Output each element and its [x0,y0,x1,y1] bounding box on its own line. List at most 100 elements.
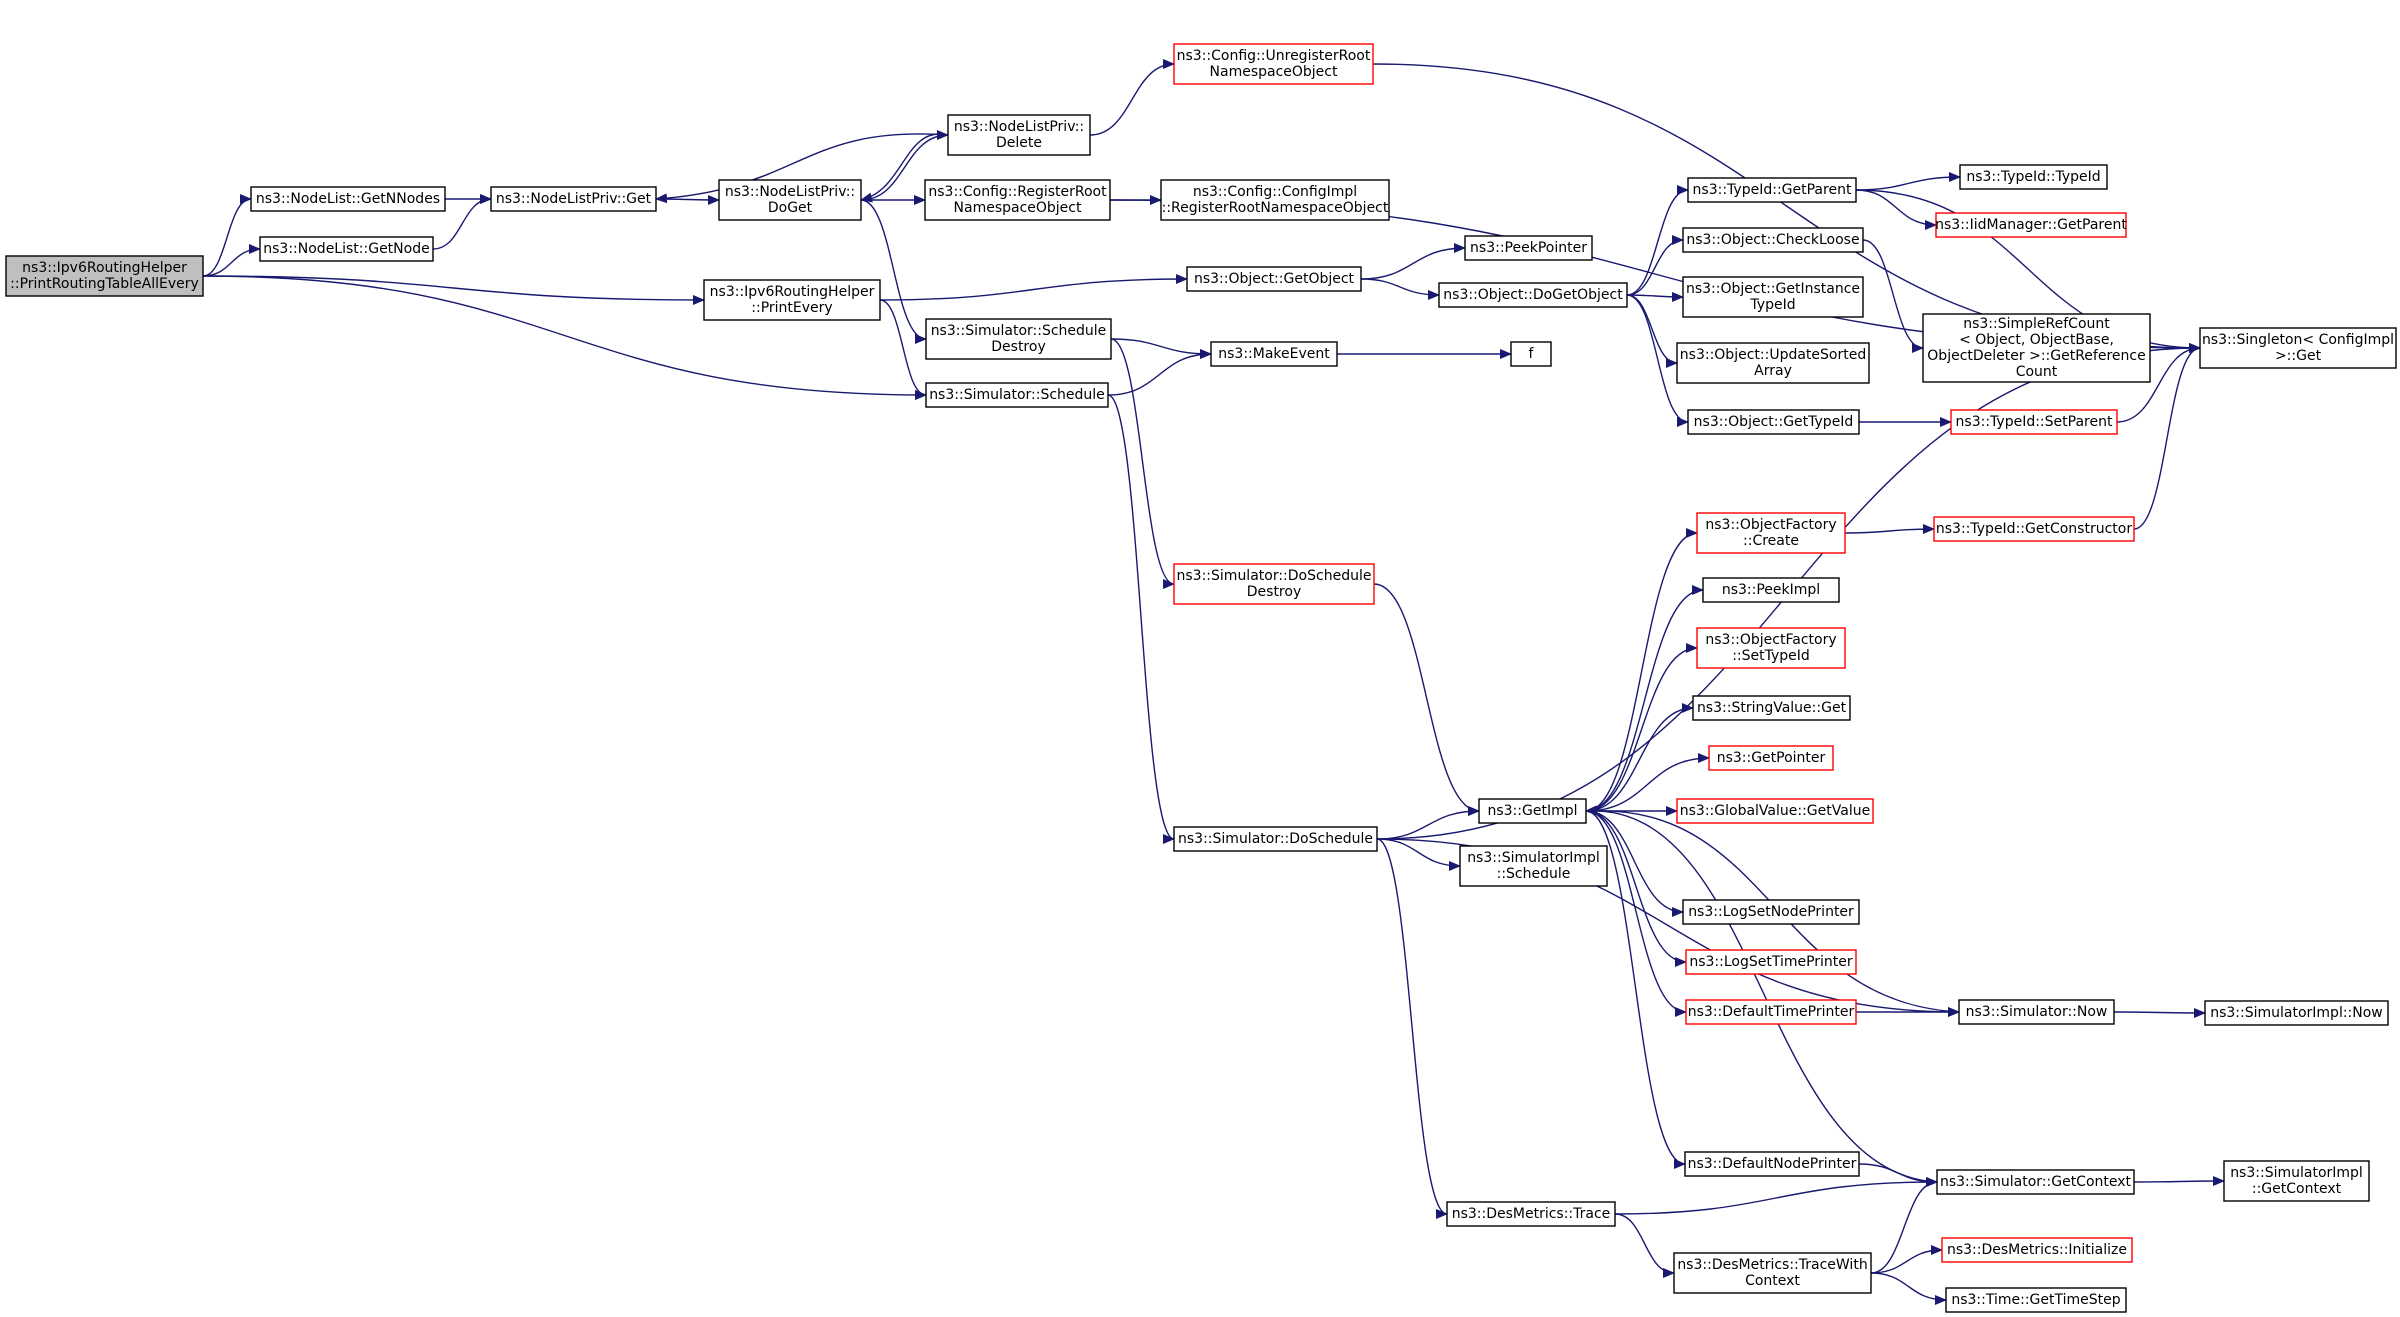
node-singleton[interactable]: ns3::Singleton< ConfigImpl>::Get [2199,327,2397,369]
edge-getimpl-to-deftimeprinter [1585,810,1687,1017]
node-label: ns3::SimulatorImpl [1467,850,1600,866]
node-label: ns3::NodeList::GetNNodes [256,191,440,207]
node-setparent[interactable]: ns3::TypeId::SetParent [1950,409,2118,435]
node-nlpdelete[interactable]: ns3::NodeListPriv::Delete [947,114,1091,156]
node-getimpl[interactable]: ns3::GetImpl [1478,798,1587,824]
edge-path [1585,585,1704,812]
node-simimplnow[interactable]: ns3::SimulatorImpl::Now [2204,1000,2389,1026]
node-desinit[interactable]: ns3::DesMetrics::Initialize [1941,1237,2133,1263]
node-getnode[interactable]: ns3::NodeList::GetNode [259,236,434,262]
node-box [1958,999,2115,1025]
node-destrace[interactable]: ns3::DesMetrics::Trace [1446,1201,1616,1227]
node-getpointer[interactable]: ns3::GetPointer [1708,745,1834,771]
node-label: NamespaceObject [1210,64,1338,80]
node-simplerefcount[interactable]: ns3::SimpleRefCount< Object, ObjectBase,… [1922,313,2151,383]
node-simgetcontext[interactable]: ns3::Simulator::GetContext [1936,1169,2135,1195]
node-globalvalue[interactable]: ns3::GlobalValue::GetValue [1676,798,1874,824]
node-nlpget[interactable]: ns3::NodeListPriv::Get [490,186,657,212]
edge-path [1110,338,1212,359]
node-peekpointer[interactable]: ns3::PeekPointer [1464,235,1593,261]
node-box [1935,212,2127,238]
node-simimplgetctx[interactable]: ns3::SimulatorImpl::GetContext [2223,1160,2370,1202]
node-box [1708,745,1834,771]
node-doschedule[interactable]: ns3::Simulator::DoSchedule [1173,826,1378,852]
edge-root-to-schedule [202,275,927,400]
node-lognodeprinter[interactable]: ns3::LogSetNodePrinter [1682,899,1860,925]
node-label: ns3::Simulator::DoSchedule [1177,568,1372,584]
node-label: ns3::NodeList::GetNode [263,241,429,257]
node-simimplsched[interactable]: ns3::SimulatorImpl::Schedule [1459,845,1608,887]
node-label: ns3::MakeEvent [1218,346,1330,362]
node-label: ns3::GlobalValue::GetValue [1680,803,1870,819]
node-stringvalget[interactable]: ns3::StringValue::Get [1692,695,1851,721]
node-box [1922,313,2151,383]
node-simnow[interactable]: ns3::Simulator::Now [1958,999,2115,1025]
node-getconstructor[interactable]: ns3::TypeId::GetConstructor [1933,516,2135,542]
node-dogetobject[interactable]: ns3::Object::DoGetObject [1438,282,1628,308]
node-label: ns3::Config::RegisterRoot [928,184,1107,200]
edge-objfactcreate-to-getconstructor [1844,524,1935,535]
node-getobject[interactable]: ns3::Object::GetObject [1186,266,1362,292]
node-label: Destroy [1247,584,1301,600]
node-logtimeprinter[interactable]: ns3::LogSetTimePrinter [1685,949,1857,975]
node-makeevent[interactable]: ns3::MakeEvent [1210,341,1338,367]
node-box [259,236,434,262]
node-label: Array [1754,363,1792,379]
node-checkloose[interactable]: ns3::Object::CheckLoose [1682,227,1864,253]
node-schedule[interactable]: ns3::Simulator::Schedule [925,382,1109,408]
node-label: ns3::Object::DoGetObject [1443,287,1623,303]
edge-getconstructor-to-singleton [2133,343,2201,530]
node-f[interactable]: f [1510,341,1552,367]
edge-path [1614,1177,1938,1215]
node-box [1685,999,1857,1025]
node-nlpdoget[interactable]: ns3::NodeListPriv::DoGet [718,179,862,221]
node-root[interactable]: ns3::Ipv6RoutingHelper::PrintRoutingTabl… [5,255,204,297]
edge-getimpl-to-defnodeprinter [1585,810,1686,1169]
node-label: ns3::Object::UpdateSorted [1680,347,1866,363]
edge-destracewith-to-gettimestep [1870,1272,1947,1305]
node-box [490,186,657,212]
node-gettparent[interactable]: ns3::TypeId::GetParent [1687,177,1857,203]
node-getnnodes[interactable]: ns3::NodeList::GetNNodes [250,186,446,212]
node-label: ns3::TypeId::SetParent [1956,414,2113,430]
node-box [1676,798,1874,824]
node-box [1173,43,1374,85]
node-gettimestep[interactable]: ns3::Time::GetTimeStep [1945,1287,2127,1313]
node-printevery[interactable]: ns3::Ipv6RoutingHelper::PrintEvery [703,279,881,321]
node-deftimeprinter[interactable]: ns3::DefaultTimePrinter [1685,999,1857,1025]
node-label: Count [2016,364,2058,380]
edge-printevery-to-getobject [879,274,1188,301]
node-regroot[interactable]: ns3::Config::RegisterRootNamespaceObject [924,179,1111,221]
node-box [2223,1160,2370,1202]
node-label: ::SetTypeId [1732,648,1810,664]
node-cfgimplreg[interactable]: ns3::Config::ConfigImpl::RegisterRootNam… [1160,179,1390,221]
node-label: Context [1745,1273,1800,1289]
node-iidparent[interactable]: ns3::IidManager::GetParent [1935,212,2127,238]
node-label: ns3::Ipv6RoutingHelper [22,260,187,276]
node-box [1459,845,1608,887]
edge-simnow-to-simimplnow [2113,1007,2206,1018]
node-defnodeprinter[interactable]: ns3::DefaultNodePrinter [1684,1151,1860,1177]
node-objfactsettid[interactable]: ns3::ObjectFactory::SetTypeId [1696,627,1846,669]
edge-path [2133,1176,2225,1187]
edge-path [860,130,949,201]
edge-path [1376,838,1448,1219]
edge-getimpl-to-logtimeprinter [1585,810,1687,967]
edge-path [1376,806,1480,840]
edge-getobject-to-peekpointer [1360,243,1466,280]
edge-schedestroy-to-dosched_destroy [1110,338,1175,589]
node-objfactcreate[interactable]: ns3::ObjectFactory::Create [1696,512,1846,554]
node-box [2199,327,2397,369]
node-unregroot[interactable]: ns3::Config::UnregisterRootNamespaceObje… [1173,43,1374,85]
edge-getimpl-to-peekimpl [1585,585,1704,812]
node-box [1682,276,1864,318]
node-typeidctor[interactable]: ns3::TypeId::TypeId [1959,164,2108,190]
node-gettypeid[interactable]: ns3::Object::GetTypeId [1687,409,1860,435]
node-box [1464,235,1593,261]
node-peekimpl[interactable]: ns3::PeekImpl [1702,577,1840,603]
